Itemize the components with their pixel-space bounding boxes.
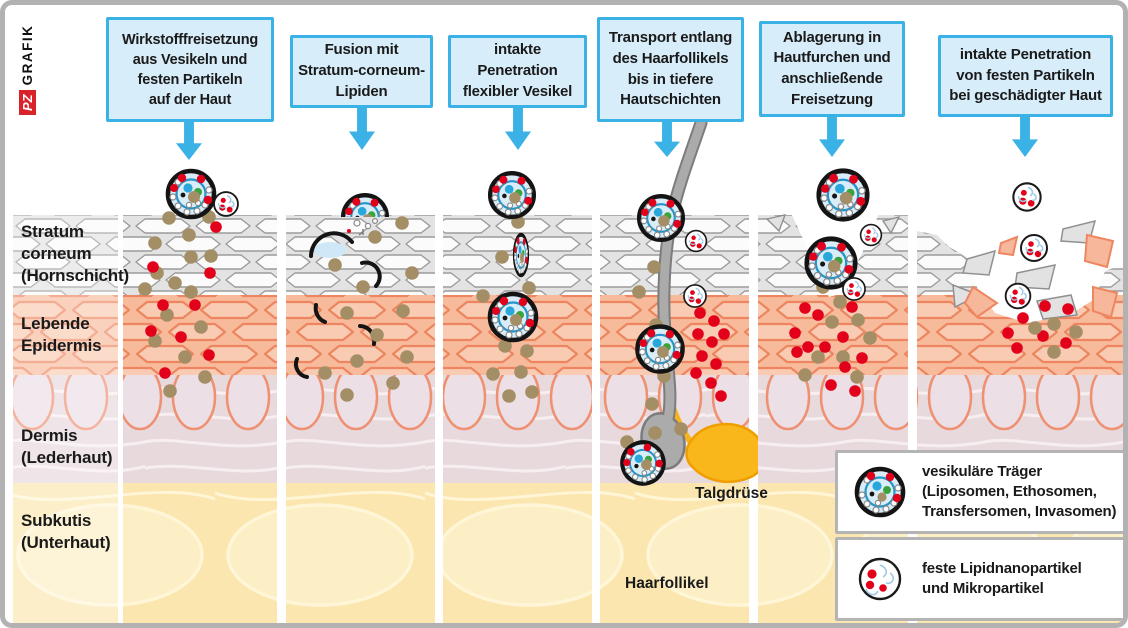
- particle-icon: [842, 277, 866, 301]
- callout-box-release: Wirkstofffreisetzung aus Vesikeln und fe…: [106, 17, 274, 122]
- sebaceous-gland-label: Talgdrüse: [695, 485, 768, 502]
- layer-label-stratum-corneum: Stratum corneum (Hornschicht): [21, 222, 129, 286]
- squeezed-vesicle-icon: [514, 235, 529, 275]
- membrane-beads: [347, 218, 379, 236]
- legend-item-vesicular: vesikuläre Träger (Liposomen, Ethosomen,…: [835, 450, 1123, 534]
- callout-box-furrow: Ablagerung in Hautfurchen und anschließe…: [759, 21, 905, 117]
- lipid-fragments: [293, 231, 382, 379]
- vesicle-icon: [637, 326, 682, 371]
- legend-label-vesicular: vesikuläre Träger (Liposomen, Ethosomen,…: [922, 463, 1117, 520]
- legend-item-particles: feste Lipidnanopartikel und Mikropartike…: [835, 537, 1123, 621]
- vesicle-icon: [490, 294, 536, 340]
- layer-label-dermis: Dermis (Lederhaut): [21, 426, 113, 468]
- vesicle-legend-icon: [838, 464, 922, 520]
- callout-box-fusion: Fusion mit Stratum-corneum- Lipiden: [290, 35, 433, 108]
- layer-label-epidermis: Lebende Epidermis: [21, 314, 102, 356]
- callout-box-damaged: intakte Penetration von festen Partikeln…: [938, 35, 1113, 117]
- layer-label-subcutis: Subkutis (Unterhaut): [21, 511, 111, 553]
- scene-skin-furrow: [758, 171, 908, 623]
- particle-icon: [1004, 282, 1032, 310]
- callout-box-follicle: Transport entlang des Haarfollikels bis …: [597, 17, 744, 122]
- particle-icon: [1020, 234, 1048, 262]
- lipid-blob: [314, 242, 346, 258]
- pz-grafik-logo: PZ GRAFIK: [14, 19, 42, 115]
- skin-diagram: [13, 116, 1123, 623]
- hair-follicle-label: Haarfollikel: [625, 575, 709, 592]
- vesicle-icon: [639, 196, 683, 240]
- logo-pz-badge: PZ: [18, 90, 36, 115]
- layer-label-band: [13, 210, 118, 623]
- scene-hair-follicle: [600, 116, 767, 623]
- callout-box-flexible: intakte Penetration flexibler Vesikel: [448, 35, 587, 108]
- tissue-fragments: [963, 233, 1119, 319]
- logo-grafik-text: GRAFIK: [19, 24, 35, 86]
- legend-label-particles: feste Lipidnanopartikel und Mikropartike…: [922, 560, 1082, 597]
- particle-icon: [1012, 182, 1042, 212]
- vesicle-icon: [819, 171, 867, 219]
- sebaceous-gland-shape: [685, 422, 767, 484]
- corneocyte-fragments: [952, 219, 1097, 320]
- vesicle-icon: [168, 171, 214, 217]
- particle-icon: [683, 284, 707, 308]
- particle-icon: [684, 229, 708, 253]
- scene-damaged-skin: [917, 182, 1123, 623]
- particle-legend-icon: [838, 556, 922, 602]
- vesicle-icon: [490, 173, 534, 217]
- particle-icon: [213, 191, 239, 217]
- scene-lipid-fusion: [286, 195, 435, 623]
- particle-icon: [859, 223, 883, 247]
